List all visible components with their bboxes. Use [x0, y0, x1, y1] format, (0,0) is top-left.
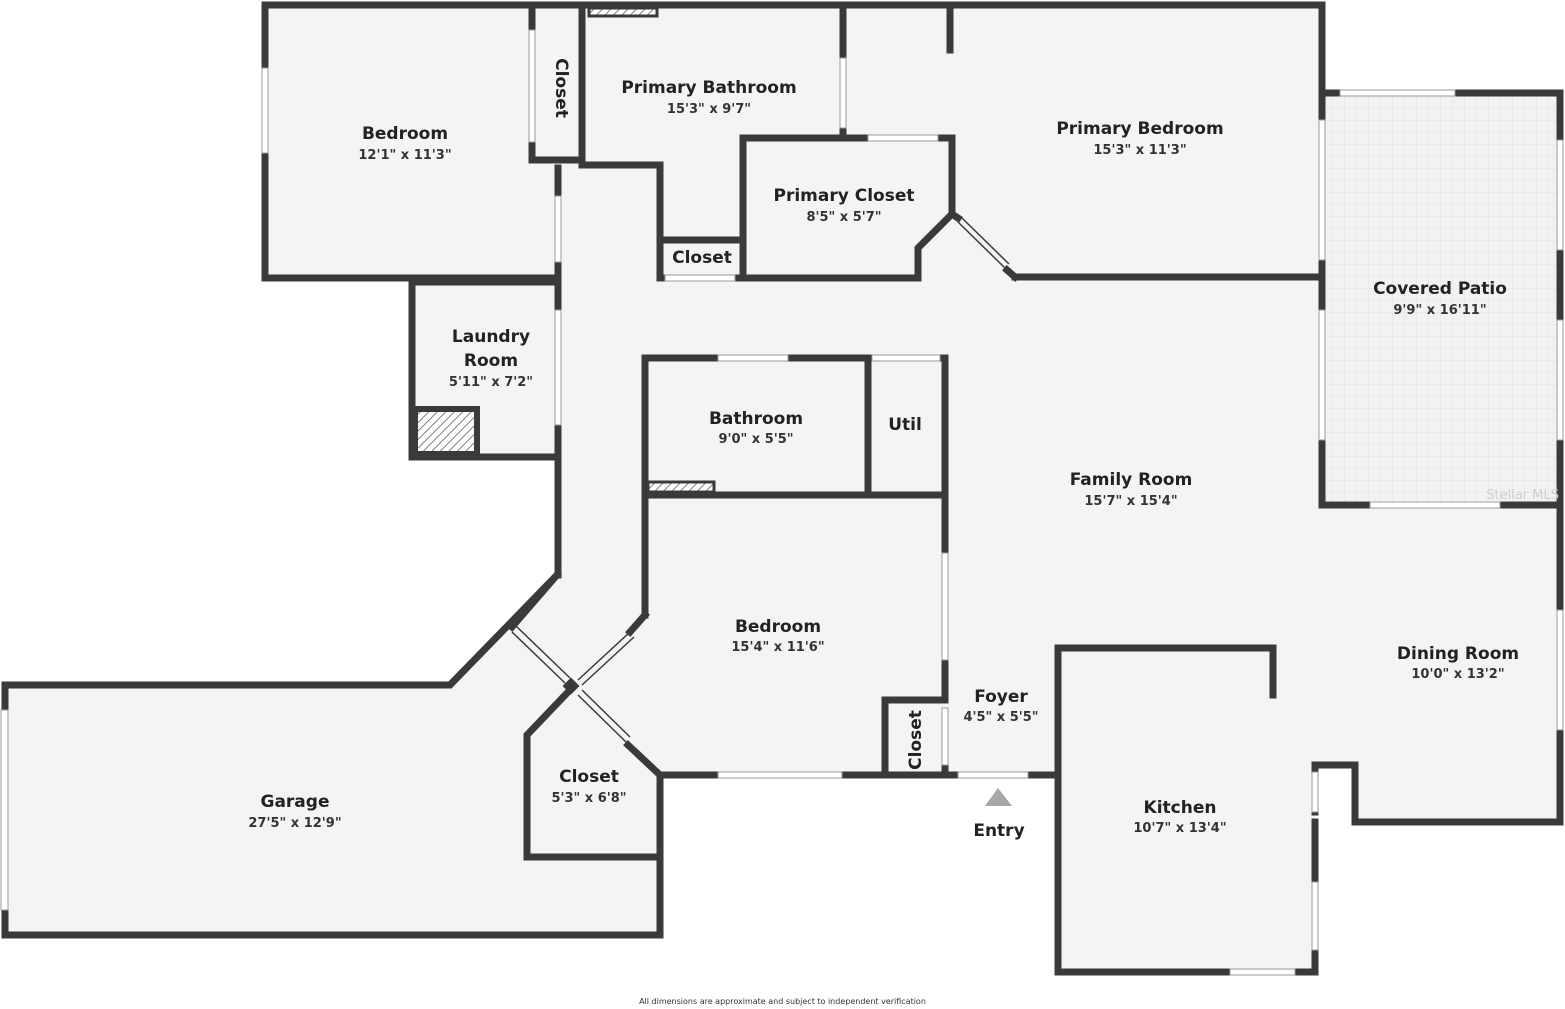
- hatched-fixtures: [412, 6, 716, 494]
- bedroom-2-name: Bedroom: [735, 617, 821, 637]
- watermark: Stellar MLS: [1486, 488, 1559, 503]
- covered-patio-name: Covered Patio: [1373, 279, 1507, 299]
- garage-name: Garage: [261, 792, 330, 812]
- family-room-name: Family Room: [1070, 470, 1193, 490]
- dining-room-dims: 10'0" x 13'2": [1411, 667, 1504, 682]
- closet-garage-name: Closet: [559, 767, 619, 787]
- dining-room-name: Dining Room: [1397, 644, 1519, 664]
- primary-closet-dims: 8'5" x 5'7": [806, 210, 881, 225]
- room-labels: Bedroom 12'1" x 11'3" Closet Primary Bat…: [248, 58, 1519, 841]
- laundry-room-name-line2: Room: [464, 351, 518, 371]
- foyer-name: Foyer: [974, 687, 1028, 707]
- closet-garage-dims: 5'3" x 6'8": [551, 791, 626, 806]
- primary-closet-name: Primary Closet: [774, 186, 915, 206]
- entry-label: Entry: [973, 821, 1024, 841]
- doors: [511, 217, 1010, 743]
- bedroom-2-dims: 15'4" x 11'6": [731, 640, 824, 655]
- entry-arrow-icon: [985, 788, 1012, 806]
- bathroom-name: Bathroom: [709, 409, 803, 429]
- primary-bedroom-name: Primary Bedroom: [1056, 119, 1223, 139]
- closet-foyer-name: Closet: [906, 710, 926, 770]
- bedroom-1-dims: 12'1" x 11'3": [358, 148, 451, 163]
- laundry-room-dims: 5'11" x 7'2": [449, 375, 533, 390]
- windows: [0, 29, 1564, 976]
- bedroom-1-name: Bedroom: [362, 124, 448, 144]
- closet-bedroom-1-name: Closet: [551, 58, 571, 118]
- laundry-room-name-line1: Laundry: [452, 327, 530, 347]
- primary-bathroom-dims: 15'3" x 9'7": [667, 102, 751, 117]
- primary-bedroom-dims: 15'3" x 11'3": [1093, 143, 1186, 158]
- covered-patio-dims: 9'9" x 16'11": [1393, 303, 1486, 318]
- garage-dims: 27'5" x 12'9": [248, 816, 341, 831]
- covered-patio-floor: [1322, 93, 1560, 501]
- floor-fills: [5, 5, 1560, 975]
- primary-bathroom-name: Primary Bathroom: [621, 78, 796, 98]
- kitchen-dims: 10'7" x 13'4": [1133, 821, 1226, 836]
- foyer-dims: 4'5" x 5'5": [963, 710, 1038, 725]
- garage-door-junction: [562, 677, 580, 695]
- util-name: Util: [888, 415, 922, 435]
- closet-hall-name: Closet: [672, 248, 732, 268]
- bathroom-dims: 9'0" x 5'5": [718, 432, 793, 447]
- family-room-dims: 15'7" x 15'4": [1084, 494, 1177, 509]
- kitchen-name: Kitchen: [1144, 798, 1217, 818]
- disclaimer-footer: All dimensions are approximate and subje…: [639, 997, 926, 1006]
